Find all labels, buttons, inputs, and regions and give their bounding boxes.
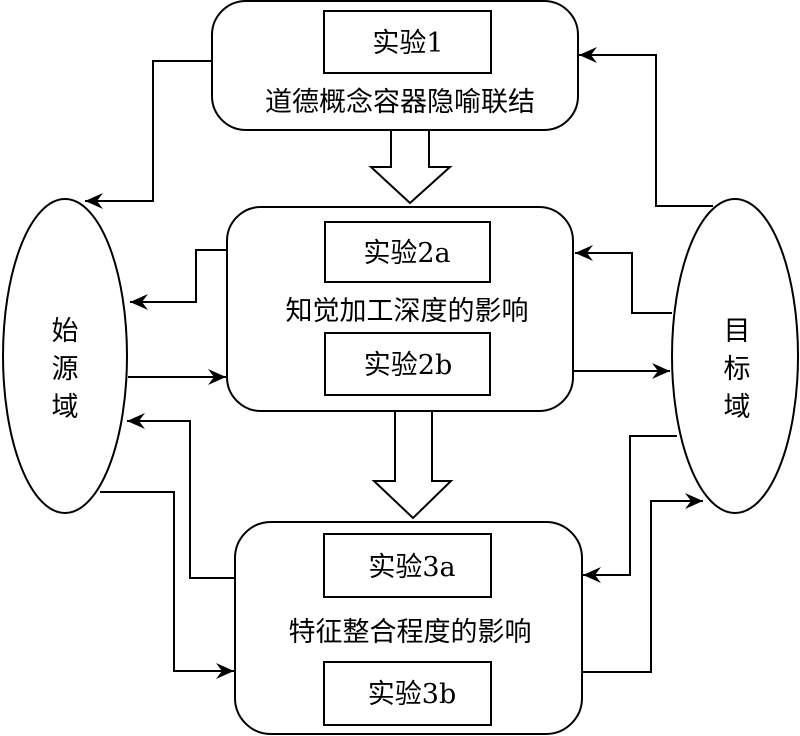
connector-source-domain-to-stage3 [100, 491, 234, 672]
connector-stage2-to-source-domain [130, 249, 227, 303]
stage-2-box: 实验2a 知觉加工深度的影响 实验2b [226, 206, 574, 412]
arrowhead-icon [685, 493, 703, 509]
target-domain-char-1: 目 [724, 316, 751, 347]
experiment-2b-box [324, 332, 491, 396]
arrowhead-icon [575, 245, 593, 261]
arrowhead-icon [85, 193, 103, 209]
arrowhead-icon [127, 413, 145, 429]
target-domain: 目 标 域 [671, 198, 799, 514]
experiment-3b-box [323, 661, 492, 726]
source-domain-char-2: 源 [52, 354, 79, 385]
connector-target-domain-to-stage2 [575, 252, 672, 314]
stage1-to-stage2-block-arrow [368, 129, 453, 205]
experiment-3a-label: 实验3a [368, 552, 455, 583]
stage-1-title: 道德概念容器隐喻联结 [265, 87, 535, 118]
arrowhead-icon [652, 363, 670, 379]
source-domain-char-3: 域 [52, 392, 79, 423]
connector-target-domain-to-stage1 [579, 54, 713, 207]
experiment-1-label: 实验1 [372, 28, 443, 59]
experiment-2a-label: 实验2a [363, 238, 450, 269]
experiment-2b-label: 实验2b [364, 350, 452, 381]
target-domain-char-2: 标 [724, 354, 751, 385]
connector-stage3-to-target-domain [582, 500, 703, 673]
connector-target-domain-to-stage3 [583, 435, 677, 576]
experiment-3a-box [323, 533, 492, 598]
arrowhead-icon [130, 294, 148, 310]
stage-2-title: 知觉加工深度的影响 [286, 296, 529, 327]
stage-3-container [234, 521, 583, 735]
arrowhead-icon [583, 567, 601, 583]
connectors [85, 47, 713, 679]
arrowhead-icon [216, 663, 234, 679]
source-domain-char-1: 始 [52, 316, 79, 347]
source-domain-ellipse [2, 198, 128, 514]
arrowhead-icon [208, 369, 226, 385]
experiment-2a-box [324, 221, 491, 283]
stage-3-box: 实验3a 特征整合程度的影响 实验3b [234, 521, 583, 735]
source-domain: 始 源 域 [2, 198, 128, 514]
stage-3-title: 特征整合程度的影响 [289, 617, 532, 648]
arrowhead-icon [579, 47, 597, 63]
experiment-3b-label: 实验3b [368, 679, 456, 710]
target-domain-char-3: 域 [724, 392, 751, 423]
stage-1-box: 实验1 道德概念容器隐喻联结 [211, 0, 579, 131]
target-domain-ellipse [671, 198, 799, 514]
experiment-1-box [323, 10, 492, 74]
stage2-to-stage3-block-arrow [371, 410, 454, 520]
connector-stage1-to-source-domain [85, 60, 212, 202]
connector-stage3-to-source-domain [127, 420, 235, 579]
